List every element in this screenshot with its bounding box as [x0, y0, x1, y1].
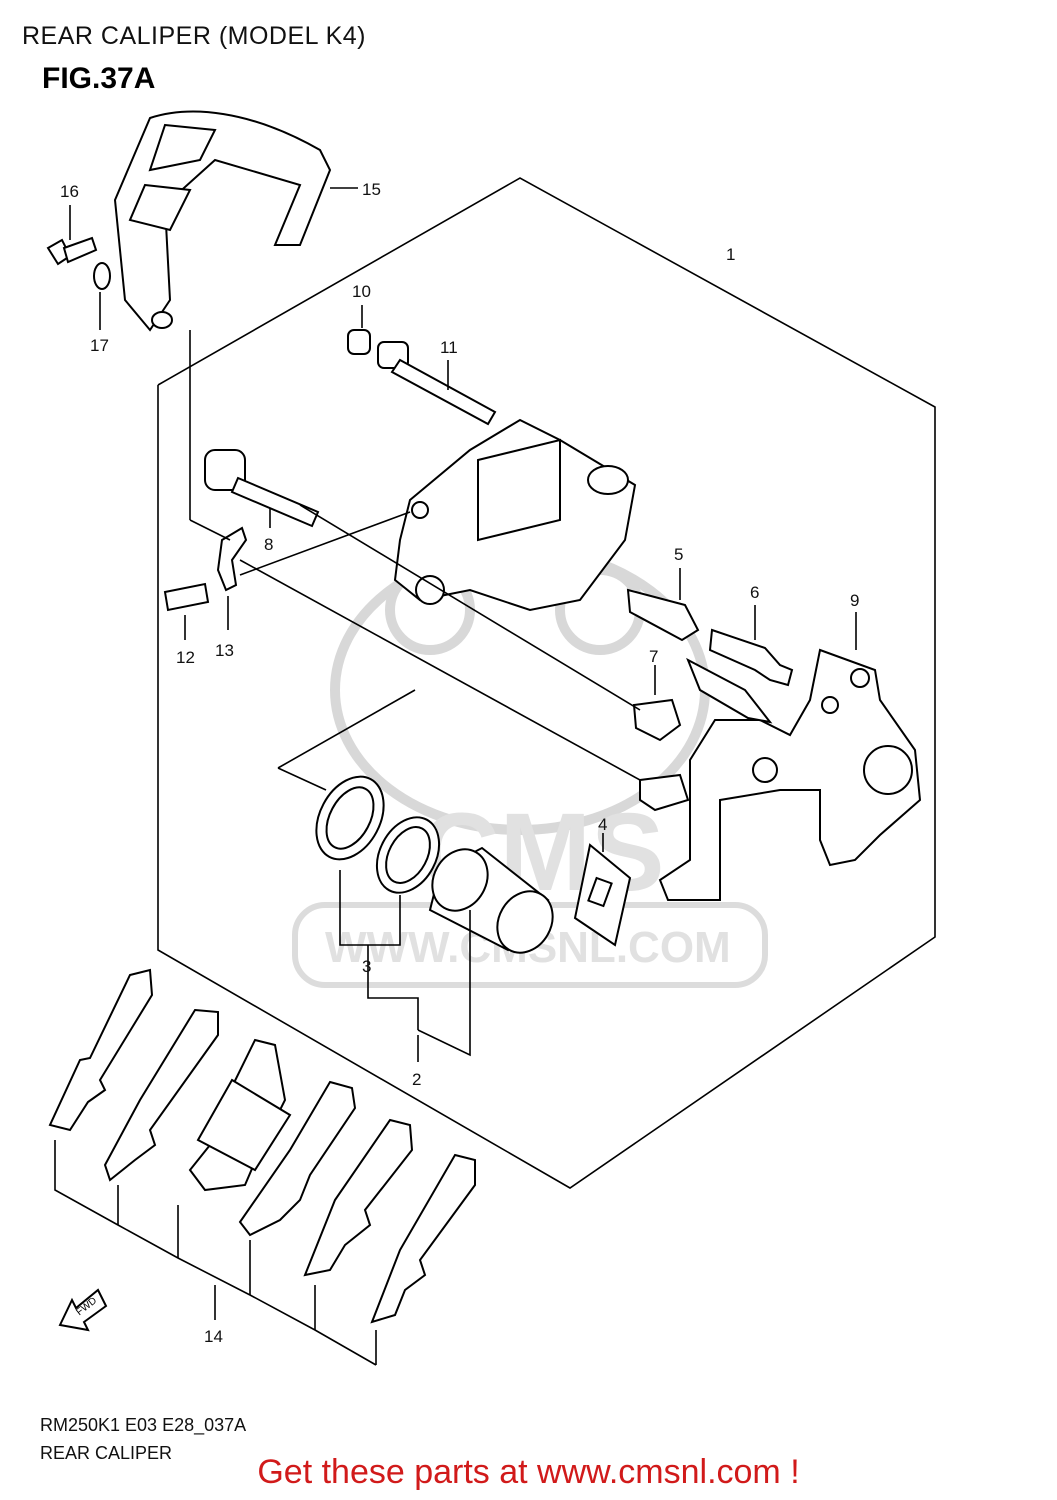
- figure-number: FIG.37A: [42, 62, 156, 95]
- callout-15: 15: [362, 180, 381, 199]
- part-11-pin: [377, 341, 497, 426]
- part-16-bolt: [46, 236, 98, 266]
- diagram-title: REAR CALIPER (MODEL K4): [22, 22, 366, 50]
- part-4-spring: [573, 843, 632, 947]
- part-2-piston: [428, 846, 554, 954]
- caliper-body: [393, 418, 637, 612]
- diagram-code: RM250K1 E03 E28_037A: [40, 1415, 247, 1435]
- callout-5: 5: [674, 545, 683, 564]
- callout-16: 16: [60, 182, 79, 201]
- part-10-cap: [347, 329, 371, 355]
- callout-12: 12: [176, 648, 195, 667]
- callout-13: 13: [215, 641, 234, 660]
- part-14-brake-pads: [48, 968, 476, 1324]
- part-3-seals: [315, 775, 441, 894]
- callout-2: 2: [412, 1070, 421, 1089]
- callout-1: 1: [726, 245, 735, 264]
- callout-9: 9: [850, 591, 859, 610]
- callout-6: 6: [750, 583, 759, 602]
- callout-3: 3: [362, 957, 371, 976]
- part-12-bleeder: [163, 582, 210, 612]
- part-7-boot: [632, 698, 682, 742]
- callout-4: 4: [598, 815, 607, 834]
- callout-14: 14: [204, 1327, 223, 1346]
- part-5-boot: [626, 588, 700, 642]
- fwd-arrow-icon: FWD: [58, 1288, 108, 1332]
- part-13-clip: [216, 526, 248, 592]
- part-6-pin: [708, 628, 794, 687]
- callout-10: 10: [352, 282, 371, 301]
- callout-7: 7: [649, 647, 658, 666]
- assembly-outline: [157, 177, 936, 1189]
- get-parts-link[interactable]: Get these parts at www.cmsnl.com !: [257, 1453, 800, 1491]
- part-15-guard: [113, 110, 332, 332]
- diagram-footer-title: REAR CALIPER: [40, 1443, 173, 1463]
- callout-17: 17: [90, 336, 109, 355]
- part-9-bracket: [639, 648, 922, 901]
- part-17-washer: [93, 262, 111, 290]
- callout-8: 8: [264, 535, 273, 554]
- part-8-pin: [204, 449, 320, 528]
- callout-11: 11: [440, 338, 458, 357]
